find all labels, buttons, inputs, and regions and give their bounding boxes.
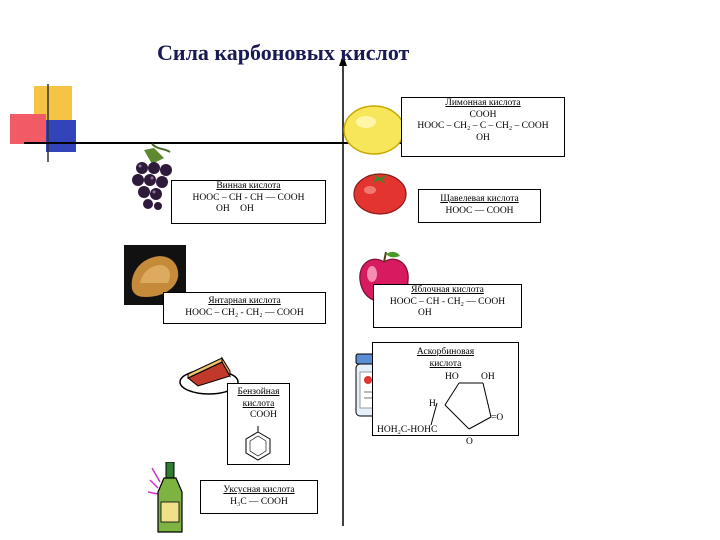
benzoic-acid-box: Бензойная кислота COOH xyxy=(227,383,290,465)
tartaric-acid-line2: OH OH xyxy=(216,204,254,214)
lemon-acid-line1: COOH xyxy=(469,109,497,120)
pie-icon xyxy=(179,356,239,395)
malic-acid-name: Яблочная кислота xyxy=(411,285,484,295)
tartaric-acid-name: Винная кислота xyxy=(216,181,281,191)
oxalic-acid-name: Щавелевая кислота xyxy=(440,194,519,204)
benzoic-acid-cooh: COOH xyxy=(250,410,277,420)
lemon-icon xyxy=(343,105,405,155)
oxalic-acid-box: Щавелевая кислота HOOC — COOH xyxy=(418,189,541,223)
page-title: Сила карбоновых кислот xyxy=(157,40,410,65)
deco-blue-square xyxy=(46,120,76,152)
succinic-acid-line1: HOOC – CH₂ - CH₂ — COOH xyxy=(185,307,304,318)
lemon-acid-name: Лимонная кислота xyxy=(445,98,521,108)
succinic-acid-box: Янтарная кислота HOOC – CH₂ - CH₂ — COOH xyxy=(163,292,326,324)
oxalic-acid-line1: HOOC — COOH xyxy=(445,205,514,216)
acetic-acid-box: Уксусная кислота H₃C — COOH xyxy=(200,480,318,514)
ascorbic-o-ring-label: O xyxy=(466,437,473,447)
ascorbic-acid-name-1: Аскорбиновая xyxy=(416,347,475,357)
succinic-acid-name: Янтарная кислота xyxy=(208,296,281,306)
ascorbic-acid-box: Аскорбиновая кислота HO OH H =O HOH₂C-HO… xyxy=(372,342,519,436)
ascorbic-oh-label: OH xyxy=(481,372,495,382)
ascorbic-o-side-label: =O xyxy=(491,413,504,423)
malic-acid-line1: HOOC – CH - CH₂ — COOH xyxy=(389,296,506,307)
ascorbic-h-label: H xyxy=(429,399,436,409)
tomato-icon xyxy=(353,173,407,215)
lemon-acid-box: Лимонная кислота COOH HOOC – CH₂ – C – C… xyxy=(401,97,565,157)
ascorbic-ring-structure xyxy=(430,382,492,430)
tartaric-acid-box: Винная кислота HOOC – CH - CH — COOH OH … xyxy=(171,180,326,224)
lemon-acid-line2: HOOC – CH₂ – C – CH₂ – COOH xyxy=(417,121,549,131)
acetic-acid-line1: H₃C — COOH xyxy=(230,496,288,507)
lemon-acid-line3: OH xyxy=(476,132,490,143)
grapes-icon xyxy=(132,143,172,210)
tartaric-acid-line1: HOOC – CH - CH — COOH xyxy=(192,192,305,203)
malic-acid-box: Яблочная кислота HOOC – CH - CH₂ — COOH … xyxy=(373,284,522,328)
ascorbic-ho-label: HO xyxy=(445,372,459,382)
axis-arrow-head xyxy=(339,55,347,66)
deco-red-square xyxy=(10,114,46,144)
acetic-acid-name: Уксусная кислота xyxy=(223,485,295,495)
benzene-ring xyxy=(245,426,271,461)
benzoic-acid-name-1: Бензойная xyxy=(237,387,280,397)
malic-acid-line2: OH xyxy=(418,308,432,318)
ascorbic-hoh2c-label: HOH₂C-HOHC xyxy=(377,425,438,435)
ascorbic-acid-name-2: кислота xyxy=(429,359,462,369)
benzoic-acid-name-2: кислота xyxy=(242,398,275,409)
bottle-icon xyxy=(148,462,183,533)
